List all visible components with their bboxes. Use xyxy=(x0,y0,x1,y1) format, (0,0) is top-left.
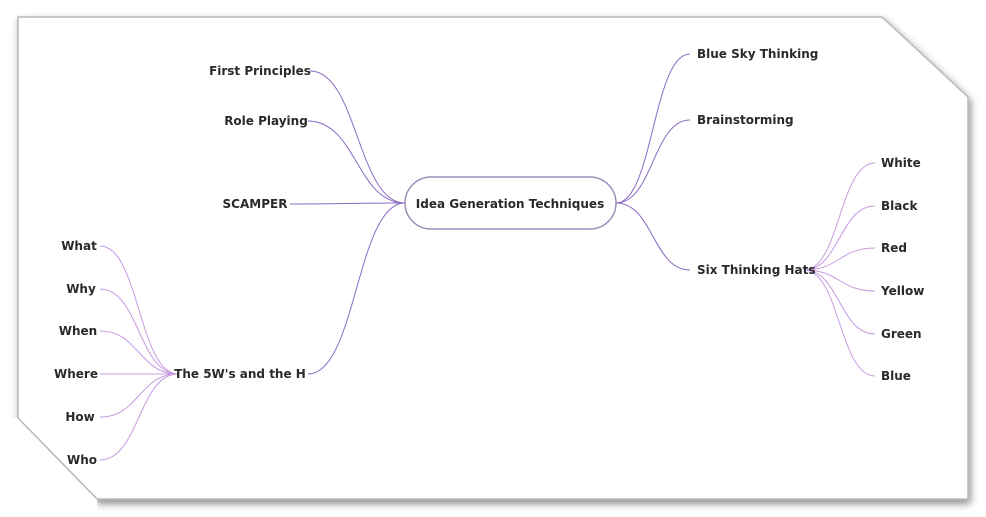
branch-scamper[interactable]: SCAMPER xyxy=(223,197,288,211)
connector-blue-sky xyxy=(615,53,691,204)
diagram-frame xyxy=(17,16,969,500)
connector-scamper xyxy=(289,202,406,205)
connector-brainstorming xyxy=(615,119,691,204)
child-what[interactable]: What xyxy=(61,239,97,253)
connector-hat-child-0 xyxy=(803,162,876,271)
connector-hat-child-3 xyxy=(803,269,876,292)
connector-role-playing xyxy=(307,120,406,204)
child-red[interactable]: Red xyxy=(881,241,907,255)
branch-six-thinking-hats[interactable]: Six Thinking Hats xyxy=(697,263,815,277)
connector-5w-child-4 xyxy=(99,373,179,418)
connector-5w-child-1 xyxy=(99,288,179,375)
connector-5w-child-2 xyxy=(99,330,179,375)
connector-5w-child-0 xyxy=(99,245,179,375)
connector-hat-child-1 xyxy=(803,205,876,271)
branch-brainstorming[interactable]: Brainstorming xyxy=(697,113,794,127)
center-node-label: Idea Generation Techniques xyxy=(416,197,604,211)
child-where[interactable]: Where xyxy=(54,367,98,381)
child-who[interactable]: Who xyxy=(67,453,97,467)
child-when[interactable]: When xyxy=(59,324,97,338)
connector-first-principles xyxy=(309,70,406,204)
frame-corner-edge xyxy=(17,417,98,500)
connector-hat-child-4 xyxy=(803,269,876,335)
branch-first-principles[interactable]: First Principles xyxy=(209,64,311,78)
connector-lines xyxy=(99,53,876,461)
branch-role-playing[interactable]: Role Playing xyxy=(224,114,308,128)
child-white[interactable]: White xyxy=(881,156,921,170)
child-yellow[interactable]: Yellow xyxy=(880,284,924,298)
branch-blue-sky-thinking[interactable]: Blue Sky Thinking xyxy=(697,47,818,61)
connector-hat-child-2 xyxy=(803,247,876,271)
center-node-box xyxy=(404,176,617,230)
branch-5ws-and-h[interactable]: The 5W's and the H xyxy=(174,367,306,381)
center-node[interactable]: Idea Generation Techniques xyxy=(404,176,617,230)
child-black[interactable]: Black xyxy=(881,199,918,213)
connector-hat-child-5 xyxy=(803,269,876,377)
connector-5w-child-5 xyxy=(99,373,179,461)
child-how[interactable]: How xyxy=(65,410,94,424)
frame-corner-mask xyxy=(0,418,97,517)
connector-six-hats xyxy=(615,202,691,271)
child-blue[interactable]: Blue xyxy=(881,369,911,383)
child-green[interactable]: Green xyxy=(881,327,922,341)
child-why[interactable]: Why xyxy=(66,282,96,296)
connector-5ws xyxy=(307,202,406,375)
